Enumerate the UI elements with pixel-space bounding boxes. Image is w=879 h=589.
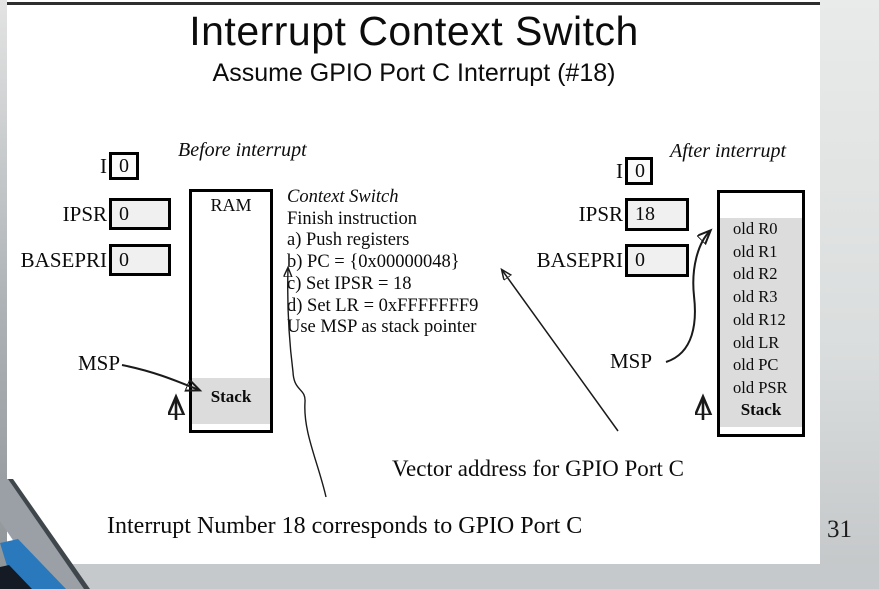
after-register-basepri: BASEPRI 0	[518, 244, 689, 277]
before-ipsr-label: IPSR	[62, 201, 107, 226]
after-ipsr-value: 18	[625, 198, 689, 231]
after-register-ipsr: IPSR 18	[518, 198, 689, 231]
after-register-i: I 0	[518, 157, 653, 185]
context-switch-steps: Context Switch Finish instruction a) Pus…	[287, 187, 478, 339]
stack-entry: old R12	[733, 309, 786, 329]
stack-region-after: old R0 old R1 old R2 old R3 old R12 old …	[720, 218, 802, 427]
after-i-label: I	[616, 158, 623, 183]
stack-entry: old R3	[733, 287, 778, 307]
before-interrupt-caption: Before interrupt	[178, 139, 307, 161]
vector-address-note: Vector address for GPIO Port C	[392, 456, 684, 481]
context-switch-line: a) Push registers	[287, 230, 410, 251]
context-switch-line: c) Set IPSR = 18	[287, 273, 412, 294]
after-ipsr-label: IPSR	[578, 202, 623, 226]
vector-address-arrow	[502, 270, 619, 432]
slide-subtitle: Assume GPIO Port C Interrupt (#18)	[212, 59, 616, 87]
stack-label-after: Stack	[740, 399, 782, 419]
msp-label-before: MSP	[78, 351, 121, 375]
before-basepri-value: 0	[109, 244, 171, 276]
before-register-i: I 0	[2, 152, 139, 180]
before-register-basepri: BASEPRI 0	[2, 244, 171, 276]
before-basepri-label: BASEPRI	[20, 247, 107, 272]
stack-entry: old LR	[733, 332, 780, 352]
context-switch-line: Finish instruction	[287, 208, 418, 229]
ram-box-before: RAM Stack	[189, 189, 273, 433]
corner-decoration	[0, 479, 140, 589]
stack-entry: old PC	[733, 355, 779, 375]
ram-box-after: old R0 old R1 old R2 old R3 old R12 old …	[717, 190, 805, 437]
slide-bottom-margin	[0, 564, 879, 589]
before-ipsr-value: 0	[109, 198, 171, 230]
after-basepri-value: 0	[625, 244, 689, 277]
context-switch-line: Use MSP as stack pointer	[287, 317, 477, 338]
before-i-value: 0	[109, 152, 139, 180]
after-i-value: 0	[625, 157, 653, 185]
before-i-label: I	[100, 153, 107, 178]
page-number: 31	[827, 516, 852, 543]
pushed-registers-list: old R0 old R1 old R2 old R3 old R12 old …	[720, 218, 802, 400]
stack-entry: old R2	[733, 264, 778, 284]
stack-region-before: Stack	[192, 378, 270, 424]
interrupt-number-note: Interrupt Number 18 corresponds to GPIO …	[107, 513, 583, 539]
stack-label-before: Stack	[210, 387, 252, 406]
stack-entry: old PSR	[733, 377, 788, 397]
stack-entry: old R1	[733, 241, 778, 261]
after-interrupt-caption: After interrupt	[670, 140, 787, 162]
slide-top-rule	[7, 2, 820, 5]
context-switch-line: d) Set LR = 0xFFFFFFF9	[287, 295, 479, 316]
stack-entry: old R0	[733, 219, 778, 238]
after-basepri-label: BASEPRI	[536, 248, 623, 272]
msp-arrow-before	[121, 364, 199, 390]
slide-left-edge	[0, 0, 7, 589]
context-switch-heading: Context Switch	[287, 187, 399, 207]
msp-label-after: MSP	[610, 349, 653, 373]
context-switch-line: b) PC = {0x00000048}	[287, 252, 460, 273]
ram-label: RAM	[210, 195, 252, 215]
slide-right-margin	[820, 0, 879, 589]
before-register-ipsr: IPSR 0	[2, 198, 171, 230]
slide-title: Interrupt Context Switch	[189, 8, 639, 54]
